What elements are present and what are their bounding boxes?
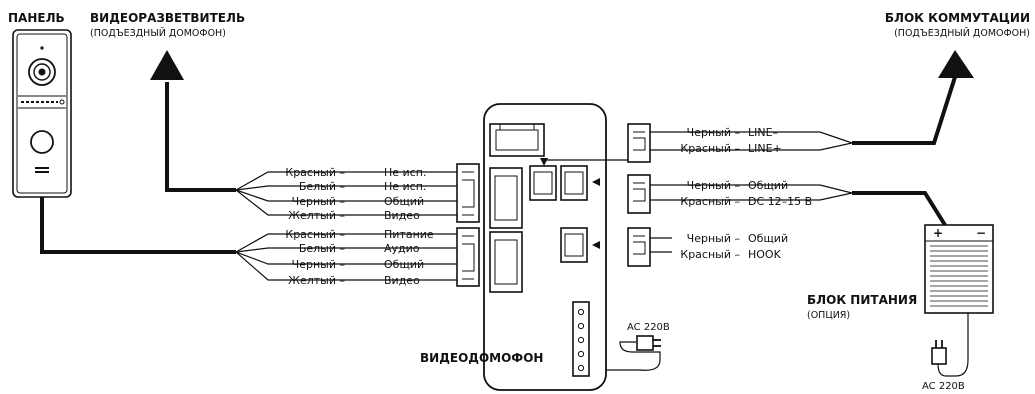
outdoor-panel xyxy=(12,29,72,198)
psu-plus-label: + xyxy=(933,226,943,240)
switch-unit-subtitle: (ПОДЪЕЗДНЫЙ ДОМОФОН) xyxy=(894,27,1030,39)
right-line-plug xyxy=(627,123,651,163)
monitor-unit xyxy=(483,103,607,391)
wire-color-label: Красный – xyxy=(285,228,345,241)
wire-function-label: DC 12–15 В xyxy=(748,195,812,208)
wire-function-label: Не исп. xyxy=(384,166,426,179)
wire-color-label: Желтый – xyxy=(288,274,345,287)
wire-function-label: LINE+ xyxy=(748,142,782,155)
power-supply xyxy=(924,224,994,314)
left-bottom-fan xyxy=(235,233,458,281)
wire-color-label: Белый – xyxy=(299,242,345,255)
psu-ac-cord xyxy=(931,313,969,377)
psu-minus-label: − xyxy=(976,226,986,240)
splitter-subtitle: (ПОДЪЕЗДНЫЙ ДОМОФОН) xyxy=(90,27,226,39)
wire-function-label: Общий xyxy=(384,195,424,208)
right-line-labels: Черный – LINE– Красный – LINE+ xyxy=(680,126,781,155)
monitor-ac-label: AC 220В xyxy=(627,322,670,333)
wire-color-label: Черный – xyxy=(687,232,740,245)
wire-function-label: Видео xyxy=(384,274,420,287)
switch-unit-title: БЛОК КОММУТАЦИИ xyxy=(885,11,1030,25)
arrow-up-splitter xyxy=(150,50,184,80)
wire-function-label: HOOK xyxy=(748,248,782,261)
psu-title: БЛОК ПИТАНИЯ xyxy=(807,293,917,307)
right-hook-plug xyxy=(627,227,651,267)
left-bottom-labels: Красный – Питание Белый – Аудио Черный –… xyxy=(285,228,434,287)
wire-color-label: Желтый – xyxy=(288,209,345,222)
wire-function-label: Питание xyxy=(384,228,434,241)
left-top-plug xyxy=(456,163,480,223)
wire-function-label: Аудио xyxy=(384,242,420,255)
wire-color-label: Черный – xyxy=(292,258,345,271)
wire-function-label: Видео xyxy=(384,209,420,222)
psu-ac-label: AC 220В xyxy=(922,381,965,392)
wire-function-label: Общий xyxy=(748,232,788,245)
monitor-label: ВИДЕОДОМОФОН xyxy=(420,351,543,365)
arrow-up-switch-unit xyxy=(938,50,974,78)
wire-color-label: Красный – xyxy=(680,142,740,155)
wire-color-label: Черный – xyxy=(687,126,740,139)
wire-function-label: Не исп. xyxy=(384,180,426,193)
wire-function-label: LINE– xyxy=(748,126,778,139)
monitor-ac-cord xyxy=(606,335,661,371)
psu-subtitle: (ОПЦИЯ) xyxy=(807,310,850,321)
right-hook-labels: Черный – Общий Красный – HOOK xyxy=(680,232,788,261)
right-power-plug xyxy=(627,174,651,214)
panel-title: ПАНЕЛЬ xyxy=(8,11,65,25)
right-power-labels: Черный – Общий Красный – DC 12–15 В xyxy=(680,179,812,208)
left-top-labels: Красный – Не исп. Белый – Не исп. Черный… xyxy=(285,166,426,222)
wire-color-label: Черный – xyxy=(687,179,740,192)
right-wires xyxy=(650,131,853,253)
arrow-hook-port xyxy=(592,241,600,249)
wire-color-label: Черный – xyxy=(292,195,345,208)
wire-function-label: Общий xyxy=(748,179,788,192)
arrow-power-port xyxy=(592,178,600,186)
left-bottom-plug xyxy=(456,227,480,287)
wire-color-label: Красный – xyxy=(680,248,740,261)
splitter-title: ВИДЕОРАЗВЕТВИТЕЛЬ xyxy=(90,11,245,25)
wire-color-label: Красный – xyxy=(285,166,345,179)
wire-color-label: Белый – xyxy=(299,180,345,193)
wire-function-label: Общий xyxy=(384,258,424,271)
wire-color-label: Красный – xyxy=(680,195,740,208)
monitor-terminal-strip xyxy=(572,301,590,377)
left-top-fan xyxy=(235,171,458,216)
